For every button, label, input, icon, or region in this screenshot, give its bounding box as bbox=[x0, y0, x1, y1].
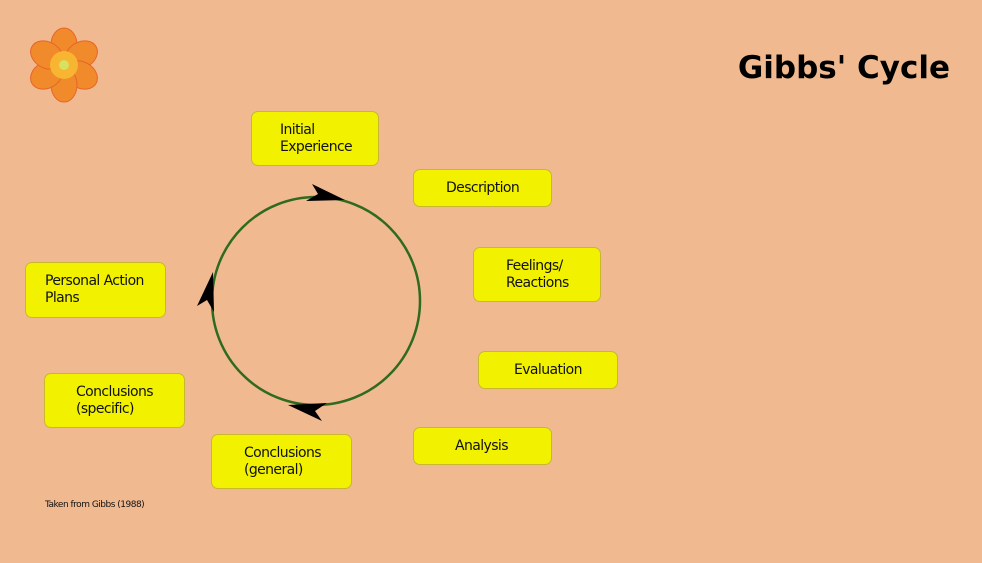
stage-label: Conclusions (specific) bbox=[76, 383, 154, 417]
stage-label: Feelings/ Reactions bbox=[506, 257, 569, 291]
stage-description: Description bbox=[413, 169, 552, 207]
stage-label: Personal Action Plans bbox=[45, 273, 144, 306]
stage-label: Evaluation bbox=[514, 361, 582, 378]
stage-conclusions-specific: Conclusions (specific) bbox=[44, 373, 185, 428]
stage-personal-action-plans: Personal Action Plans bbox=[25, 262, 166, 318]
arrow-left-icon bbox=[197, 272, 214, 312]
cycle-circle bbox=[210, 195, 422, 407]
stage-label: Analysis bbox=[455, 437, 508, 454]
stage-label: Initial Experience bbox=[280, 121, 353, 155]
stage-label: Conclusions (general) bbox=[244, 444, 322, 478]
arrow-bottom-icon bbox=[288, 403, 327, 421]
stage-initial-experience: Initial Experience bbox=[251, 111, 379, 166]
flower-logo-icon bbox=[30, 27, 98, 103]
arrow-top-icon bbox=[306, 184, 345, 201]
stage-label: Description bbox=[446, 179, 520, 196]
stage-evaluation: Evaluation bbox=[478, 351, 618, 389]
stage-conclusions-general: Conclusions (general) bbox=[211, 434, 352, 489]
stage-feelings: Feelings/ Reactions bbox=[473, 247, 601, 302]
stage-analysis: Analysis bbox=[413, 427, 552, 465]
page-title: Gibbs' Cycle bbox=[737, 50, 950, 86]
source-citation: Taken from Gibbs (1988) bbox=[45, 500, 145, 510]
